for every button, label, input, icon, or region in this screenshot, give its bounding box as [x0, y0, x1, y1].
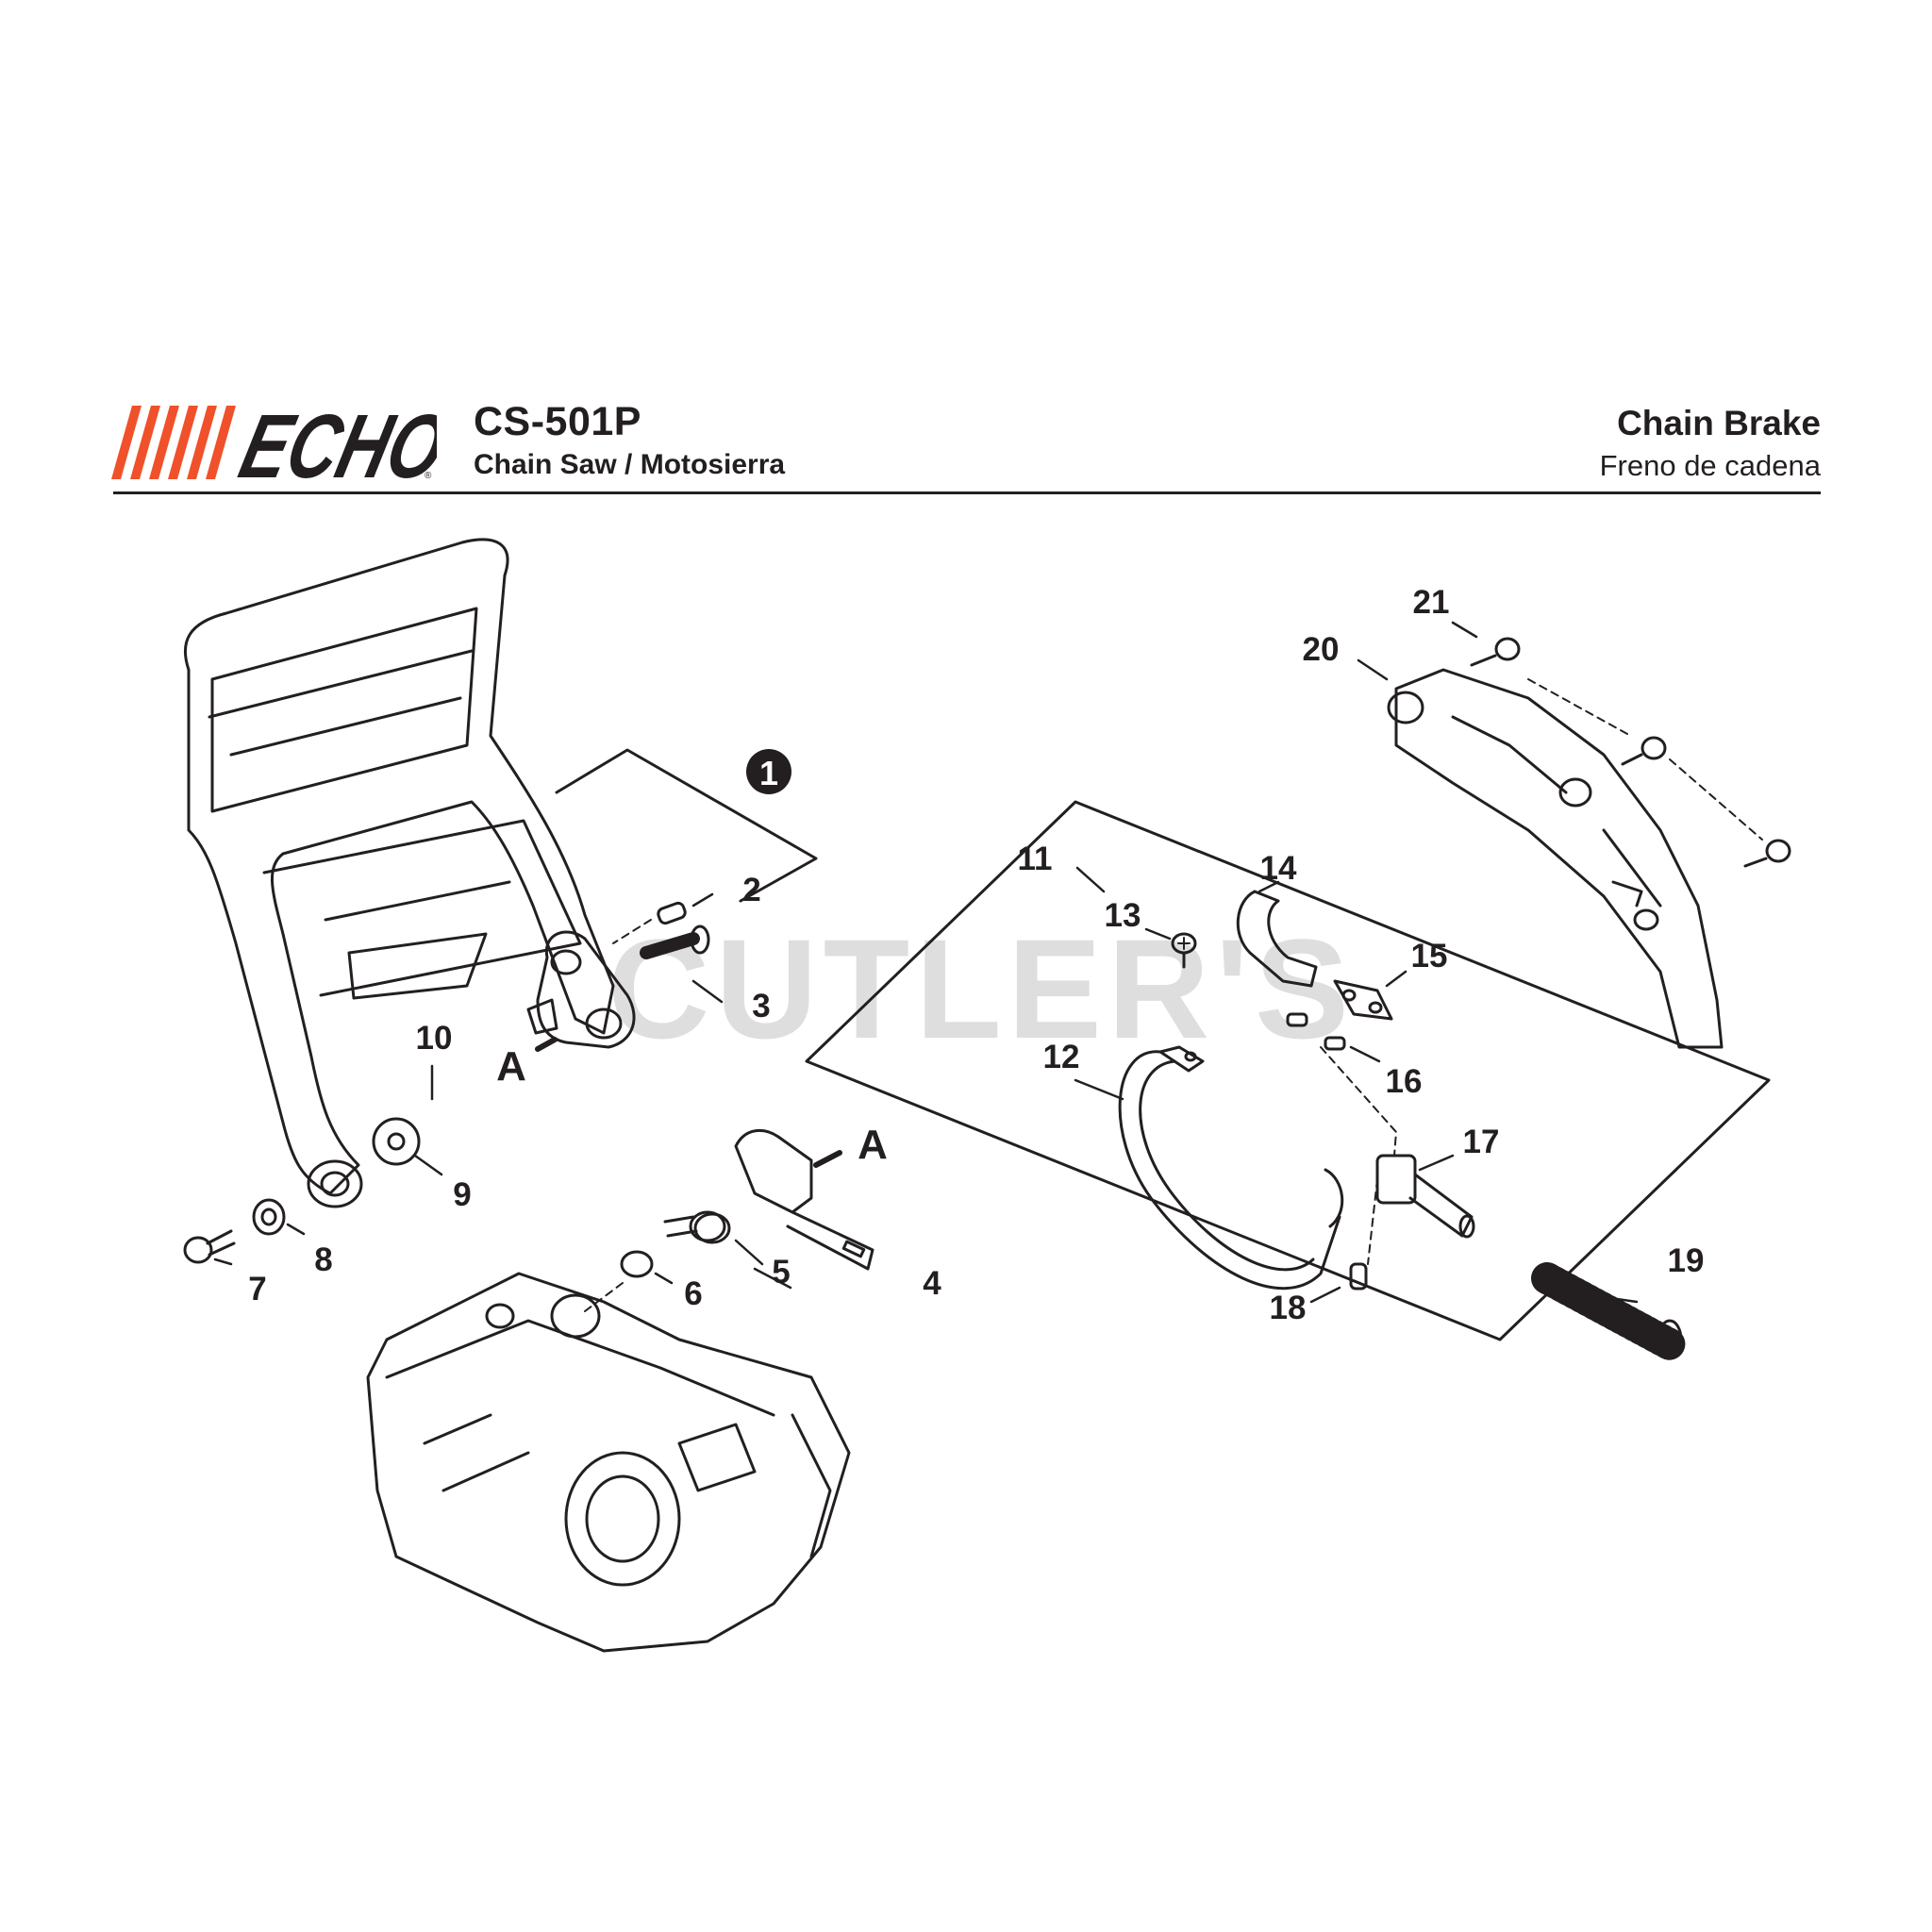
- part-14-link: [1236, 890, 1318, 988]
- callout-7: 7: [248, 1271, 266, 1307]
- part-12-brake-band: [1118, 1045, 1344, 1291]
- reference-a-1: A: [496, 1043, 526, 1090]
- callout-6: 6: [684, 1275, 702, 1312]
- callout-21: 21: [1413, 584, 1450, 621]
- part-7-bolt: [183, 1229, 236, 1264]
- callout-16: 16: [1386, 1063, 1423, 1100]
- callout-15: 15: [1411, 938, 1448, 974]
- part-15-toggle: [1333, 979, 1393, 1021]
- part-10-decal: [347, 932, 488, 1000]
- callout-12: 12: [1043, 1039, 1080, 1075]
- section-title-es: Freno de cadena: [1599, 449, 1821, 482]
- callout-20: 20: [1303, 631, 1340, 668]
- part-19-spring: [1531, 1262, 1686, 1360]
- part-20-cover-plate: [1387, 668, 1724, 1049]
- logo-wordmark: ECHO: [231, 404, 437, 481]
- part-3-bolt: [640, 924, 710, 959]
- callout-1: 1: [759, 754, 778, 792]
- callout-5: 5: [772, 1254, 790, 1291]
- callout-8: 8: [314, 1241, 332, 1278]
- part-5-spring: [663, 1210, 731, 1244]
- callout-4: 4: [923, 1265, 941, 1302]
- header-divider: [113, 491, 1821, 494]
- dashed-guides: [584, 678, 1763, 1312]
- part-2-pin: [657, 901, 687, 925]
- callout-9: 9: [453, 1176, 471, 1213]
- part-13-screw: [1171, 932, 1197, 969]
- callout-labels: 2 3 4 5 6 7 8 9 10 11 12 13 14 15 16 17 …: [248, 584, 1704, 1326]
- assembly-1-bracket: [555, 748, 818, 903]
- part-8-collar: [252, 1198, 286, 1236]
- reference-a-2: A: [858, 1122, 888, 1168]
- callout-10: 10: [416, 1020, 453, 1057]
- hand-guard: [183, 538, 615, 1195]
- callout-19: 19: [1668, 1242, 1705, 1279]
- callout-11: 11: [1018, 841, 1053, 877]
- callout-13: 13: [1105, 897, 1141, 934]
- svg-text:®: ®: [425, 471, 432, 481]
- part-21-bolts: [1470, 637, 1791, 868]
- crankcase-housing: [366, 1272, 851, 1653]
- callout-18: 18: [1270, 1290, 1307, 1326]
- product-subtitle: Chain Saw / Motosierra: [474, 449, 786, 480]
- leader-lines: [213, 621, 1639, 1304]
- part-6-collar: [620, 1250, 654, 1278]
- callout-14: 14: [1260, 850, 1297, 887]
- part-16-pins: [1286, 1012, 1346, 1051]
- callout-1-badge: 1: [746, 749, 791, 794]
- callout-3: 3: [752, 988, 770, 1024]
- logo-stripes: [111, 406, 236, 479]
- model-number: CS-501P: [474, 399, 641, 444]
- a-marker-arrow-2: [813, 1150, 842, 1168]
- part-4-lever: [734, 1128, 874, 1271]
- watermark: CUTLER'S: [608, 909, 1355, 1068]
- callout-2: 2: [742, 872, 760, 908]
- reference-markers: A A: [496, 1043, 888, 1168]
- brake-lever-cam: [526, 930, 636, 1049]
- a-marker-arrow-1: [535, 1037, 558, 1052]
- guard-pivot: [307, 1159, 363, 1208]
- echo-logo: ECHO ®: [111, 404, 437, 481]
- section-title-en: Chain Brake: [1617, 404, 1821, 442]
- assembly-11-box: [805, 800, 1771, 1341]
- callout-17: 17: [1463, 1124, 1500, 1160]
- part-18-pin: [1349, 1262, 1368, 1291]
- part-9-washer: [372, 1117, 421, 1166]
